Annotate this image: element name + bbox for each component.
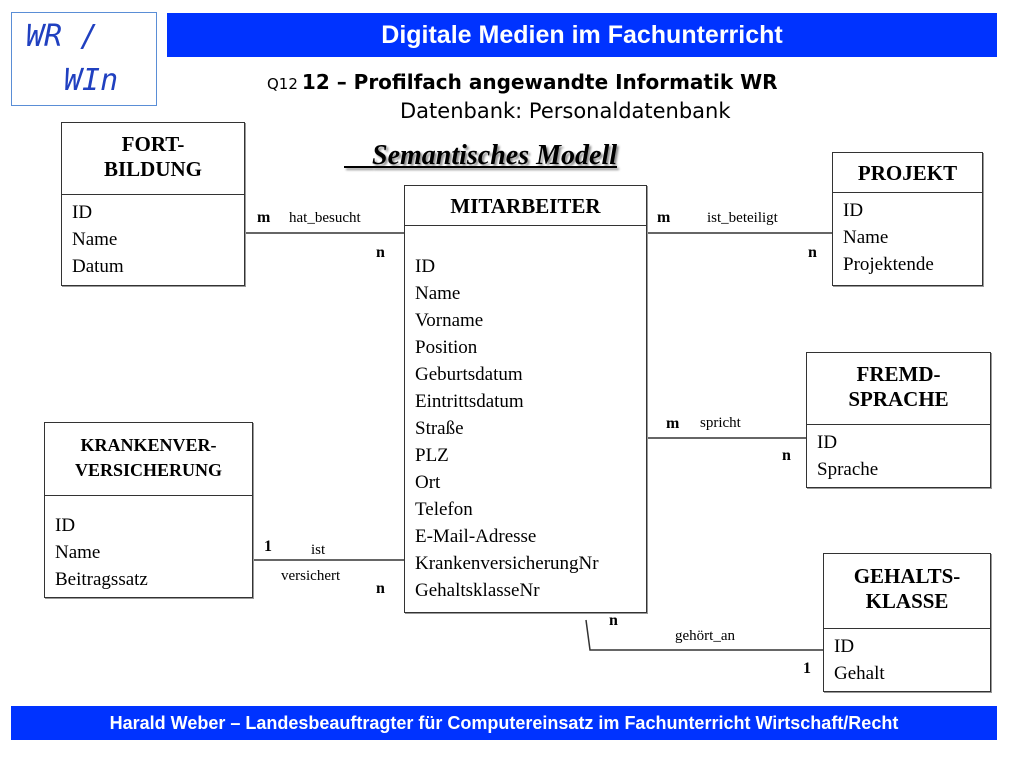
attribute: Ort: [415, 472, 441, 493]
attribute: KrankenversicherungNr: [415, 553, 599, 574]
cardinality-hat-besucht-right: n: [376, 244, 385, 261]
relationship-label-hat-besucht: hat_besucht: [289, 210, 361, 226]
entity-name: MITARBEITER: [450, 194, 601, 218]
attribute: Datum: [72, 256, 124, 277]
attribute: Telefon: [415, 499, 473, 520]
course-prefix: Q12: [267, 75, 298, 93]
entity-mitarbeiter: MITARBEITER ID Name Vorname Position Geb…: [404, 185, 647, 613]
entity-mitarbeiter-attributes: ID Name Vorname Position Geburtsdatum Ei…: [405, 226, 646, 604]
entity-fortbildung: FORT- BILDUNG ID Name Datum: [61, 122, 245, 286]
entity-krankenversicherung-attributes: ID Name Beitragssatz: [45, 496, 252, 593]
entity-name-line-1: FORT-: [121, 132, 185, 156]
diagram-title-text: Semantisches Modell: [372, 140, 618, 171]
entity-projekt: PROJEKT ID Name Projektende: [832, 152, 983, 286]
attribute: Geburtsdatum: [415, 364, 523, 385]
footer-text: Harald Weber – Landesbeauftragter für Co…: [109, 712, 899, 733]
entity-name-line-1: KRANKENVER-: [80, 435, 217, 455]
relationship-label-spricht: spricht: [700, 415, 741, 431]
logo: WR / WIn: [11, 12, 157, 106]
attribute: Straße: [415, 418, 464, 439]
header-banner: Digitale Medien im Fachunterricht: [167, 13, 997, 57]
attribute: ID: [843, 200, 864, 221]
entity-fremdsprache-attributes: ID Sprache: [807, 425, 990, 483]
entity-fortbildung-attributes: ID Name Datum: [62, 195, 244, 280]
entity-name: PROJEKT: [857, 161, 958, 185]
entity-name-line-2: SPRACHE: [848, 387, 949, 411]
attribute: Eintrittsdatum: [415, 391, 524, 412]
cardinality-hat-besucht-left: m: [257, 209, 271, 226]
entity-gehaltsklasse-attributes: ID Gehalt: [824, 629, 990, 687]
entity-name-line-2: VERSICHERUNG: [74, 460, 223, 480]
attribute: Projektende: [843, 254, 934, 275]
entity-projekt-attributes: ID Name Projektende: [833, 193, 982, 278]
entity-mitarbeiter-header: MITARBEITER: [405, 186, 646, 226]
attribute: ID: [834, 636, 855, 657]
relationship-label-ist-beteiligt: ist_beteiligt: [707, 210, 778, 226]
cardinality-ist-versichert-right: n: [376, 580, 385, 597]
attribute: ID: [72, 202, 93, 223]
attribute: Name: [415, 283, 461, 304]
course-title-text: 12 – Profilfach angewandte Informatik WR: [301, 70, 778, 94]
attribute: ID: [55, 515, 76, 536]
topic-title: Datenbank: Personaldatenbank: [400, 99, 731, 123]
entity-krankenversicherung-header: KRANKENVER- VERSICHERUNG: [45, 423, 252, 496]
attribute: Gehalt: [834, 663, 885, 684]
attribute: Name: [843, 227, 889, 248]
relationship-label-gehoert-an: gehört_an: [675, 628, 735, 644]
cardinality-ist-beteiligt-left: m: [657, 209, 671, 226]
entity-name-line-1: GEHALTS-: [853, 564, 961, 588]
attribute: ID: [415, 256, 436, 277]
entity-gehaltsklasse-header: GEHALTS- KLASSE: [824, 554, 990, 629]
attribute: Name: [55, 542, 101, 563]
cardinality-spricht-left: m: [666, 415, 680, 432]
entity-gehaltsklasse: GEHALTS- KLASSE ID Gehalt: [823, 553, 991, 692]
attribute: Position: [415, 337, 478, 358]
attribute: Name: [72, 229, 118, 250]
entity-name-line-2: BILDUNG: [103, 157, 203, 181]
cardinality-ist-beteiligt-right: n: [808, 244, 817, 261]
attribute: GehaltsklasseNr: [415, 580, 540, 601]
cardinality-gehoert-an-left: n: [609, 612, 618, 629]
attribute: PLZ: [415, 445, 449, 466]
cardinality-ist-versichert-left: 1: [264, 538, 272, 555]
entity-fortbildung-header: FORT- BILDUNG: [62, 123, 244, 195]
cardinality-gehoert-an-right: 1: [803, 660, 811, 677]
entity-name-line-2: KLASSE: [865, 589, 949, 613]
attribute: Beitragssatz: [55, 569, 148, 590]
logo-line-2: WIn: [64, 63, 119, 98]
entity-projekt-header: PROJEKT: [833, 153, 982, 193]
attribute: Vorname: [415, 310, 484, 331]
attribute: ID: [817, 432, 838, 453]
line-gehoert-an: [585, 619, 823, 651]
relationship-label-ist-versichert-line-1: ist: [311, 542, 326, 558]
footer-banner: Harald Weber – Landesbeauftragter für Co…: [11, 706, 997, 740]
cardinality-spricht-right: n: [782, 447, 791, 464]
banner-title: Digitale Medien im Fachunterricht: [381, 20, 783, 49]
relationship-label-ist-versichert-line-2: versichert: [281, 568, 341, 584]
entity-krankenversicherung: KRANKENVER- VERSICHERUNG ID Name Beitrag…: [44, 422, 253, 598]
entity-fremdsprache: FREMD- SPRACHE ID Sprache: [806, 352, 991, 488]
entity-name-line-1: FREMD-: [856, 362, 941, 386]
attribute: Sprache: [817, 459, 879, 480]
logo-line-1: WR /: [26, 19, 99, 54]
diagram-title: Semantisches Modell: [344, 140, 617, 172]
attribute: E-Mail-Adresse: [415, 526, 537, 547]
entity-fremdsprache-header: FREMD- SPRACHE: [807, 353, 990, 425]
